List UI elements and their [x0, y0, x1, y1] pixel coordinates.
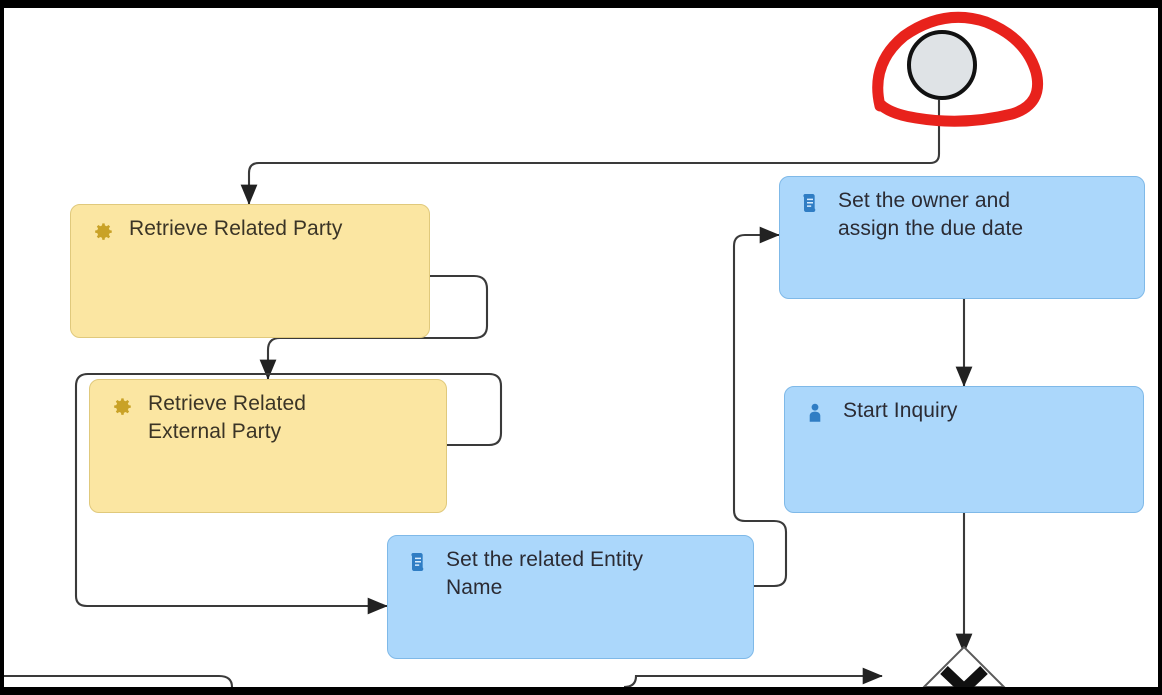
task-label: Retrieve Related External Party [148, 392, 307, 443]
exclusive-gateway[interactable] [922, 645, 1006, 687]
gear-icon [89, 219, 115, 245]
flow-retrieve-party-to-external-party [259, 274, 489, 380]
diagram-canvas[interactable]: Retrieve Related Party Retrieve Related … [4, 8, 1158, 687]
connector-layer [4, 100, 1006, 687]
task-retrieve-related-external-party[interactable]: Retrieve Related External Party [89, 379, 447, 513]
user-icon [803, 401, 829, 427]
start-event[interactable] [907, 30, 977, 100]
task-label: Retrieve Related Party [129, 217, 343, 240]
flow-external-party-to-entity-name [74, 372, 503, 615]
gateway-x-symbol [940, 666, 988, 687]
task-label: Start Inquiry [843, 399, 958, 422]
flow-bottom-return-edge-right [623, 667, 883, 687]
gear-icon [108, 394, 134, 420]
flow-bottom-return-edge [4, 674, 234, 687]
task-start-inquiry[interactable]: Start Inquiry [784, 386, 1144, 513]
script-icon [406, 550, 432, 576]
task-label: Set the owner and assign the due date [838, 189, 1024, 240]
task-set-owner-and-due-date[interactable]: Set the owner and assign the due date [779, 176, 1145, 299]
task-set-related-entity-name[interactable]: Set the related Entity Name [387, 535, 754, 659]
flow-entity-name-to-set-owner [732, 226, 788, 588]
flow-start-to-retrieve-related-party [240, 100, 941, 205]
task-label: Set the related Entity Name [446, 548, 644, 599]
task-retrieve-related-party[interactable]: Retrieve Related Party [70, 204, 430, 338]
script-icon [798, 191, 824, 217]
